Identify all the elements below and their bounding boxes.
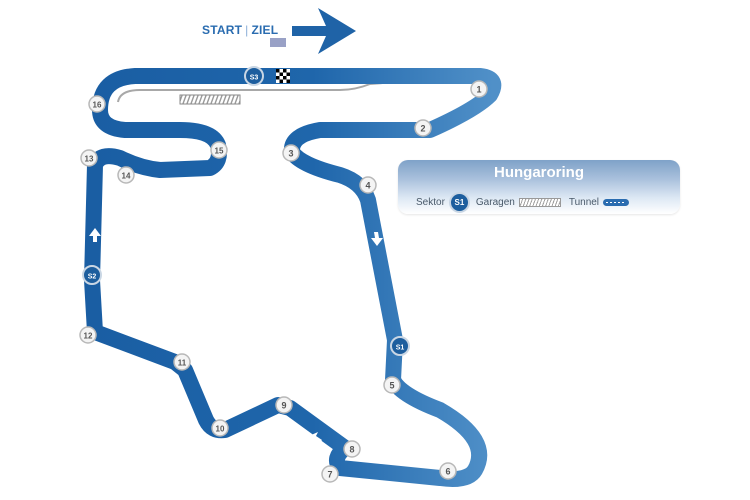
- finish-line-flag: [276, 69, 290, 83]
- direction-arrow-left-icon: [309, 432, 322, 443]
- turn-number: 10: [216, 425, 225, 434]
- legend-garages-label: Garagen: [475, 197, 515, 208]
- turn-marker: 13: [80, 149, 98, 167]
- tunnel-swatch-icon: [603, 199, 630, 206]
- turn-marker: 7: [321, 465, 339, 483]
- turn-number: 14: [122, 172, 131, 181]
- sector-markers: S1 S2 S3: [82, 66, 410, 356]
- legend-panel: Hungaroring Sektor S1 Garagen Tunnel: [398, 160, 680, 214]
- turn-number: 3: [288, 149, 293, 159]
- turn-marker: 11: [173, 353, 191, 371]
- start-finish-label: START|ZIEL: [202, 23, 278, 37]
- turn-number: 11: [178, 359, 187, 368]
- pit-lane: [117, 77, 451, 103]
- turn-number: 13: [85, 155, 94, 164]
- circuit-title: Hungaroring: [494, 164, 584, 181]
- garage-swatch-icon: [518, 198, 561, 207]
- direction-arrow-big: [292, 8, 356, 54]
- turn-number: 2: [420, 124, 425, 134]
- sector-marker: S1: [390, 336, 410, 356]
- turn-marker: 4: [359, 176, 377, 194]
- sector-marker: S3: [244, 66, 264, 86]
- turn-marker: 15: [210, 141, 228, 159]
- direction-arrow-up-icon: [89, 228, 101, 242]
- turn-number: 6: [445, 467, 450, 477]
- turn-marker: 16: [88, 95, 106, 113]
- turn-number: 9: [281, 401, 286, 411]
- turn-marker: 14: [117, 166, 135, 184]
- turn-number: 8: [349, 445, 354, 455]
- turn-number: 1: [476, 85, 481, 95]
- sector-label: S1: [396, 345, 405, 352]
- turn-number: 4: [365, 181, 370, 191]
- turn-marker: 9: [275, 396, 293, 414]
- start-marker-bar: [270, 38, 286, 47]
- turn-marker: 8: [343, 440, 361, 458]
- legend-row: Sektor S1 Garagen Tunnel: [416, 192, 630, 213]
- garages: [179, 94, 241, 105]
- sector-badge-icon: S1: [448, 192, 470, 213]
- turn-marker: 5: [383, 376, 401, 394]
- turn-marker: 10: [211, 419, 229, 437]
- turn-marker: 3: [282, 144, 300, 162]
- legend-sector-label: Sektor: [416, 197, 445, 208]
- turn-marker: 6: [439, 462, 457, 480]
- finish-label: ZIEL: [251, 23, 279, 37]
- turn-number: 15: [215, 147, 224, 156]
- label-separator: |: [245, 23, 249, 37]
- sector-marker: S2: [82, 265, 102, 285]
- turn-marker: 12: [79, 326, 97, 344]
- sector-label: S2: [88, 274, 97, 281]
- start-label: START: [202, 23, 243, 37]
- legend-tunnel-label: Tunnel: [568, 197, 600, 208]
- turn-marker: 2: [414, 119, 432, 137]
- turn-number: 5: [389, 381, 394, 391]
- turn-number: 16: [93, 101, 102, 110]
- direction-arrow-down-icon: [371, 232, 383, 246]
- track: [84, 68, 502, 487]
- sector-label: S3: [250, 75, 259, 82]
- turn-number: 7: [327, 470, 332, 480]
- turn-marker: 1: [470, 80, 488, 98]
- turn-number: 12: [84, 332, 93, 341]
